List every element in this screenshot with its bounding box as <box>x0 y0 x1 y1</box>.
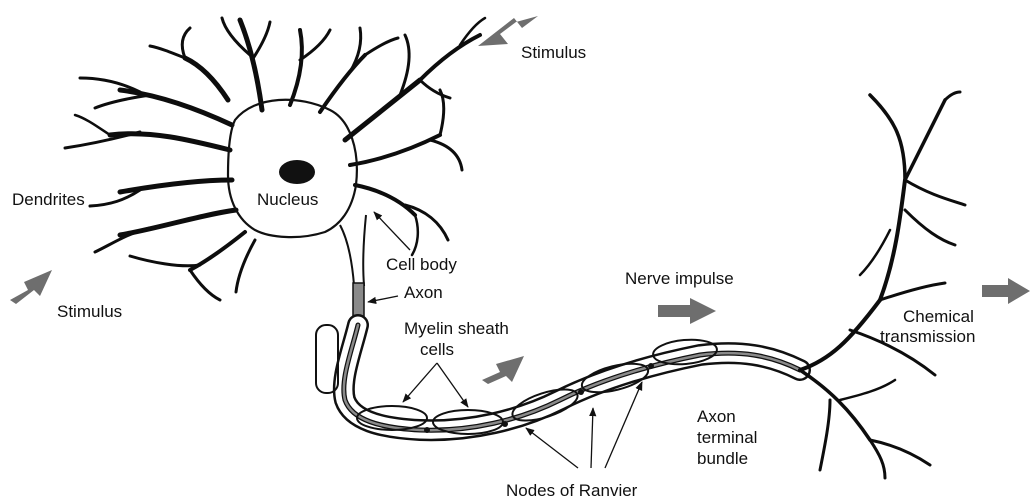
label-cell-body: Cell body <box>386 255 457 274</box>
nucleus-shape <box>279 160 315 184</box>
label-nerve-impulse: Nerve impulse <box>625 269 734 288</box>
label-terminal-line1: Axon <box>697 407 736 426</box>
label-dendrites: Dendrites <box>12 190 85 209</box>
label-chemical-line2: transmission <box>880 327 975 346</box>
label-myelin-line1: Myelin sheath <box>404 319 509 338</box>
axon-hillock <box>340 215 366 285</box>
label-chemical-line1: Chemical <box>903 307 974 326</box>
label-axon: Axon <box>404 283 443 302</box>
label-nodes-of-ranvier: Nodes of Ranvier <box>506 481 638 500</box>
transmission-arrow <box>982 278 1030 304</box>
axon-terminals <box>800 92 965 478</box>
label-nucleus: Nucleus <box>257 190 318 209</box>
label-terminal-line2: terminal <box>697 428 757 447</box>
impulse-arrow-mid <box>482 356 524 384</box>
label-stimulus-left: Stimulus <box>57 302 122 321</box>
stimulus-arrow-top <box>478 16 538 46</box>
label-myelin-line2: cells <box>420 340 454 359</box>
impulse-arrow-right <box>658 298 716 324</box>
label-stimulus-top: Stimulus <box>521 43 586 62</box>
label-terminal-line3: bundle <box>697 449 748 468</box>
stimulus-arrow-left <box>10 270 52 304</box>
